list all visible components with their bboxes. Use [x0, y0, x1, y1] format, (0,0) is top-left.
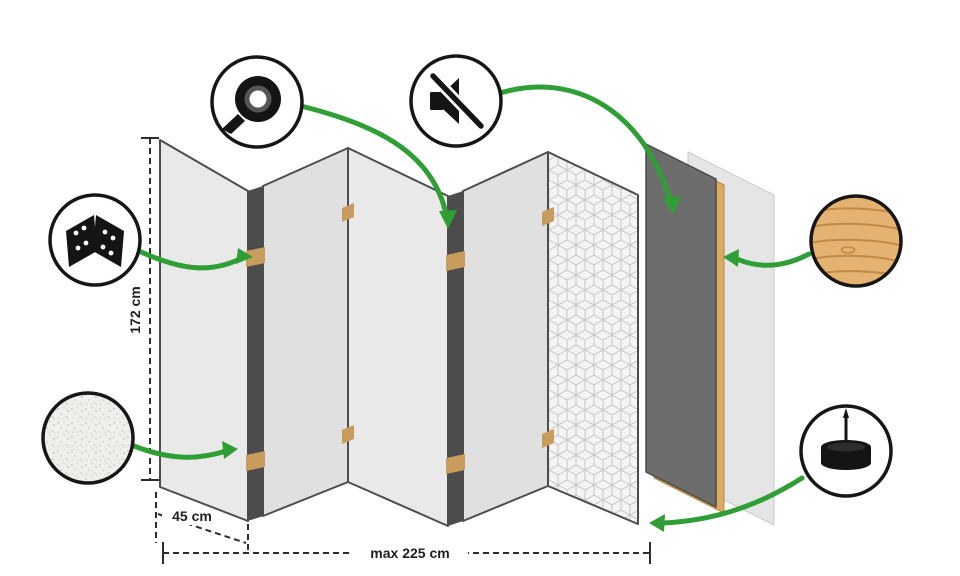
panel-edge-1 [248, 186, 263, 521]
muted-speaker-icon [427, 70, 487, 132]
hinge-plate-right [93, 215, 124, 267]
callout-foot [799, 404, 893, 498]
wood-texture-icon [811, 196, 901, 286]
panel-edge-2 [448, 191, 463, 526]
arrowhead-wood [723, 249, 739, 267]
tape-roll-hole [249, 90, 267, 108]
hinge-fold2-bottom [342, 425, 354, 444]
panel-4 [462, 151, 549, 522]
arrow-tape [298, 103, 449, 217]
dark-core-board [645, 143, 717, 508]
arrow-wood [734, 251, 812, 268]
hinge-fold3-top [446, 251, 465, 271]
max-width-label-bg [352, 544, 468, 562]
arrowhead-canvas [222, 441, 238, 459]
panel-width-dimension: 45 cm [155, 492, 249, 552]
foot-top-highlight [827, 442, 865, 452]
arrowhead-foot [649, 514, 665, 532]
panel-5-patterned [547, 151, 639, 525]
arrow-canvas [131, 443, 229, 460]
room-divider [159, 139, 775, 527]
hinges [246, 203, 554, 474]
callout-wood [809, 194, 903, 288]
arrow-foot [660, 475, 805, 526]
callout-arrowheads [222, 196, 739, 532]
canvas-texture-icon [41, 391, 135, 485]
mute-slash [430, 73, 484, 129]
hinge-fold4-bottom [542, 429, 554, 448]
arrowhead-hinge [236, 248, 253, 264]
callout-muted-speaker [409, 54, 503, 148]
callout-hinge [48, 193, 142, 287]
tape-tail [222, 114, 245, 134]
arrow-hinge [136, 248, 243, 271]
hinge-fold3-bottom [446, 454, 465, 474]
hinge-fold2-top [342, 203, 354, 222]
panel-width-label-bg [162, 507, 222, 525]
callout-tape [210, 55, 304, 149]
height-dimension: 172 cm [127, 137, 159, 481]
hinge-fold1-bottom [246, 451, 265, 471]
panel-3 [347, 147, 449, 527]
height-label: 172 cm [127, 286, 143, 333]
arrowhead-tape [439, 210, 457, 229]
hinge-plate-left [66, 215, 97, 267]
callout-arrows [131, 84, 812, 526]
arrow-muted-speaker [497, 84, 673, 203]
arrowhead-muted-speaker [663, 196, 681, 215]
max-width-dimension: max 225 cm [162, 542, 651, 564]
wood-callout-ring [809, 194, 903, 288]
floor-pin-foot-icon [821, 408, 871, 470]
hinge-fold1-top [246, 247, 265, 267]
hinge-icon [66, 215, 124, 267]
panel-2 [262, 147, 349, 517]
speaker-body [430, 92, 444, 110]
hinge-fold4-top [542, 207, 554, 226]
tape-roll-icon [222, 76, 281, 134]
callout-canvas [41, 391, 135, 485]
panel-width-label: 45 cm [172, 508, 212, 524]
panel-1 [159, 139, 249, 522]
max-width-label: max 225 cm [370, 545, 449, 561]
